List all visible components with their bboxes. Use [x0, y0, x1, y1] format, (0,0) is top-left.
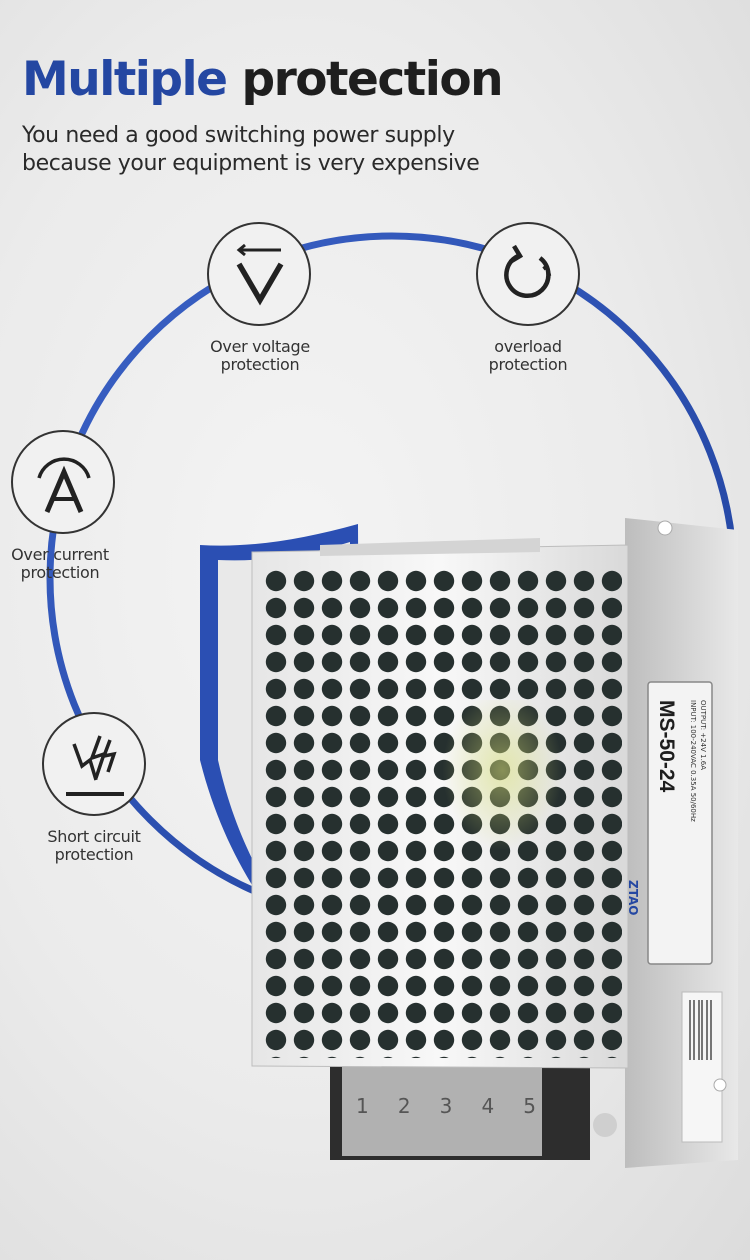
terminal-number: 3 [439, 1094, 453, 1118]
terminal-number: 1 [356, 1094, 369, 1118]
terminal-number: 2 [397, 1094, 411, 1118]
feature-line: Over voltage [210, 337, 310, 356]
over-current-icon [37, 457, 91, 513]
title-rest: protection [241, 52, 503, 107]
feature-line: Short circuit [47, 827, 141, 846]
terminal-number: 5 [523, 1094, 536, 1118]
title-highlight: Multiple [22, 52, 228, 107]
feature-line: Over current [11, 545, 109, 564]
page-subtitle: You need a good switching power supply b… [22, 122, 480, 178]
feature-label-overload: overload protection [458, 338, 598, 374]
feature-label-short-circuit: Short circuit protection [24, 828, 164, 864]
over-voltage-icon [236, 243, 284, 306]
short-circuit-badge [42, 712, 146, 816]
overload-icon [504, 244, 552, 299]
over-current-badge [11, 430, 115, 534]
feature-label-over-current: Over current protection [0, 546, 125, 582]
terminal-number: 4 [481, 1094, 495, 1118]
page-title: Multiple protection [22, 56, 504, 103]
overload-badge [476, 222, 580, 326]
subtitle-line: You need a good switching power supply [22, 123, 455, 148]
product-input: INPUT: 100-240VAC 0.35A 50/60Hz [689, 700, 697, 822]
product-brand: ZTAO [626, 880, 640, 916]
feature-line: protection [488, 355, 568, 374]
short-circuit-icon [66, 735, 124, 796]
spec-label [647, 681, 713, 965]
terminal-cover [342, 1066, 542, 1156]
terminal-numbers: 1 2 3 4 5 [356, 1094, 536, 1118]
feature-line: protection [220, 355, 300, 374]
feature-line: protection [54, 845, 134, 864]
feature-line: protection [20, 563, 100, 582]
product-model: MS-50-24 [655, 700, 678, 793]
product-output: OUTPUT: +24V 1.6A [699, 700, 707, 771]
feature-line: overload [494, 337, 562, 356]
feature-label-over-voltage: Over voltage protection [190, 338, 330, 374]
over-voltage-badge [207, 222, 311, 326]
subtitle-line: because your equipment is very expensive [22, 151, 480, 176]
